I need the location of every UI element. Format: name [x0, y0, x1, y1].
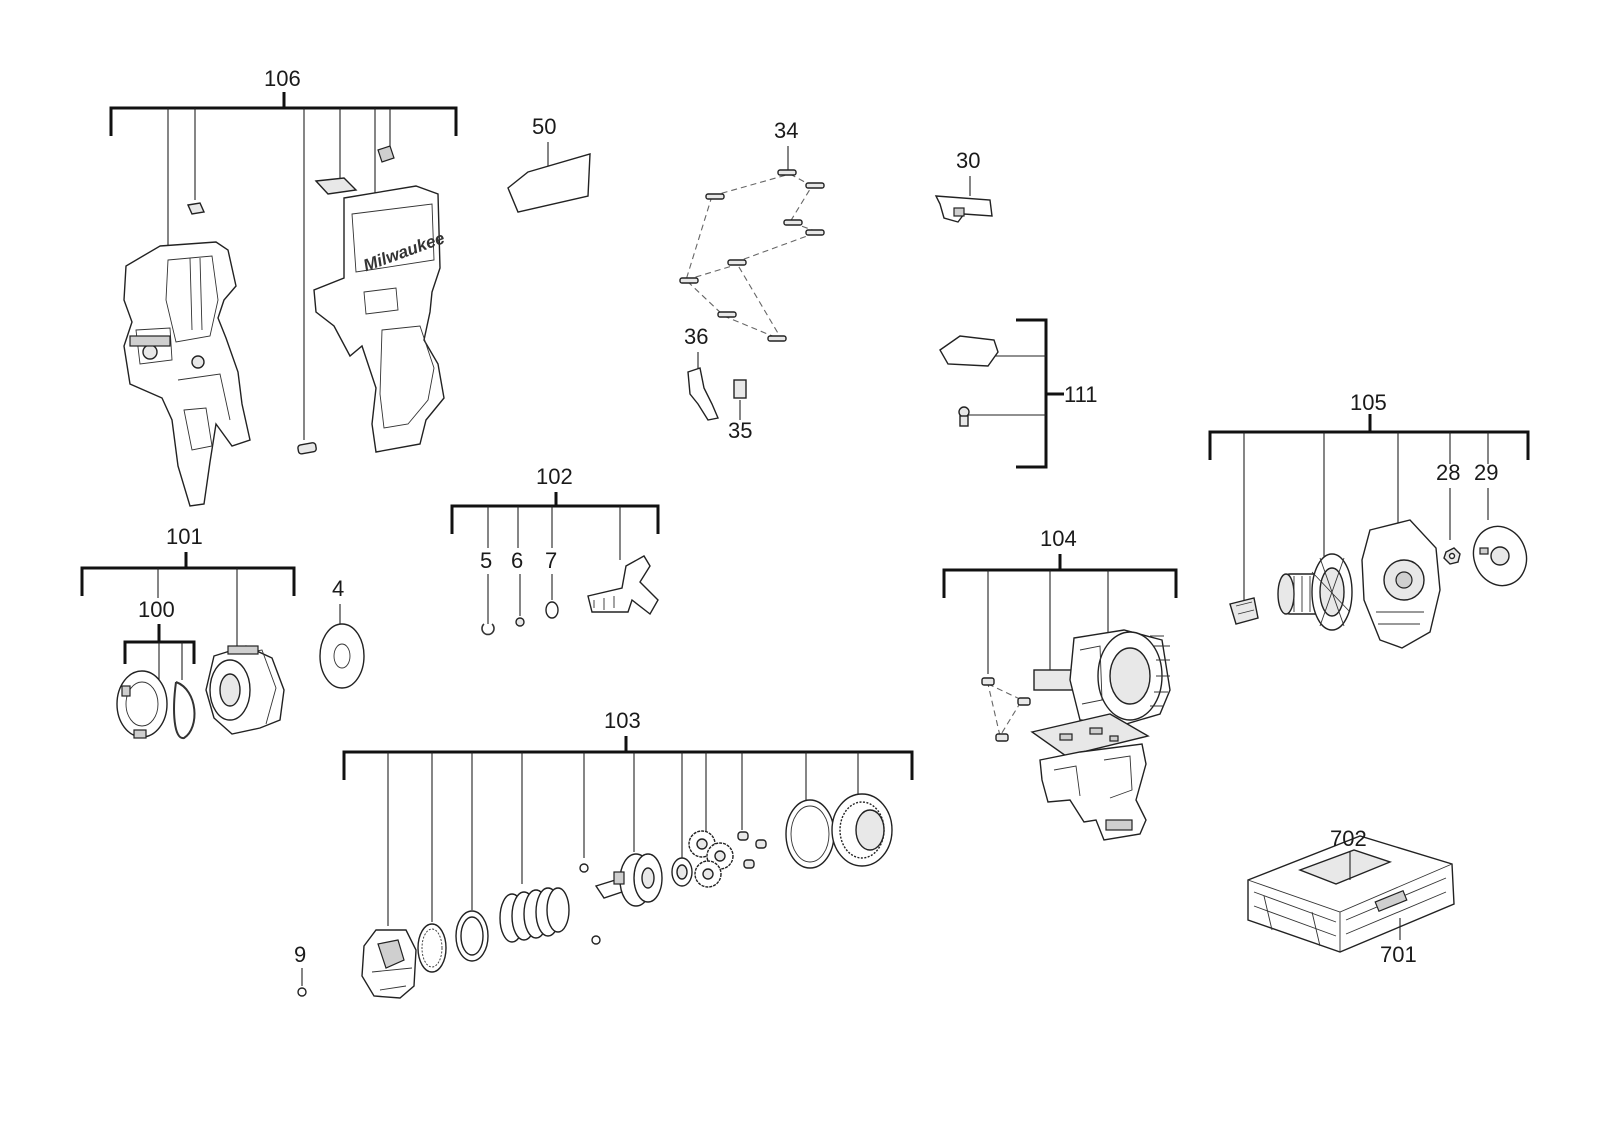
- small-tab: [377, 145, 395, 163]
- pcb-board: [1030, 713, 1150, 757]
- callout-7: 7: [545, 548, 557, 573]
- main-spring: [499, 887, 570, 943]
- motor-pinion: [1229, 597, 1259, 625]
- handle-frame: [1039, 743, 1147, 841]
- callout-111: 111: [1064, 382, 1097, 407]
- callout-104: 104: [1040, 526, 1077, 551]
- o-ring: [785, 799, 835, 869]
- spring-pin: [297, 442, 317, 455]
- callout-4: 4: [332, 576, 344, 601]
- callout-102: 102: [536, 464, 573, 489]
- front-cap: [116, 670, 168, 739]
- ring-gear: [831, 793, 893, 867]
- callout-50: 50: [532, 114, 556, 139]
- callout-101: 101: [166, 524, 203, 549]
- planet-gears: [688, 830, 734, 888]
- motor-stator-assembly: [1069, 629, 1171, 725]
- group-50-label: 50: [507, 114, 591, 213]
- steel-ball: [579, 863, 589, 873]
- clip-screw: [958, 406, 970, 427]
- motor-rotor: [1277, 553, 1353, 631]
- front-housing: [205, 645, 285, 735]
- motor-end-plate: [1361, 519, 1441, 649]
- gear-pins: [737, 831, 767, 869]
- callout-30: 30: [956, 148, 980, 173]
- group-4-washer: 4: [319, 576, 365, 689]
- spindle-carrier: [594, 853, 663, 907]
- callout-34: 34: [774, 118, 798, 143]
- group-36-35-contacts: 36 35: [684, 324, 752, 443]
- callout-9: 9: [294, 942, 306, 967]
- callout-701: 701: [1380, 942, 1417, 967]
- callout-35: 35: [728, 418, 752, 443]
- group-111-belt-clip: 111: [939, 318, 1097, 469]
- group-106-housing: 106: [109, 66, 458, 507]
- hex-nut-28: [1443, 547, 1461, 565]
- callout-106: 106: [264, 66, 301, 91]
- callout-702: 702: [1330, 826, 1367, 851]
- group-101-front: 101 100: [80, 524, 296, 739]
- label-plate: [314, 177, 358, 195]
- left-housing-half: [123, 241, 251, 507]
- carry-case: [1247, 835, 1455, 953]
- callout-105: 105: [1350, 390, 1387, 415]
- group-103-impact-mechanism: 103: [342, 708, 914, 999]
- magnet-ring-29: [1472, 525, 1528, 587]
- callout-29: 29: [1474, 460, 1498, 485]
- group-34-screws: 34: [679, 118, 825, 342]
- callout-100: 100: [138, 597, 175, 622]
- group-701-702-case: 702 701: [1247, 826, 1455, 967]
- retaining-ring: [173, 681, 196, 739]
- thrust-ring: [417, 923, 447, 973]
- group-104-electronics: 104: [942, 526, 1178, 841]
- anvil-cam: [361, 929, 417, 999]
- group-105-motor: 105 28 29: [1208, 390, 1530, 649]
- pcb-screws: [981, 677, 1031, 742]
- bearing: [671, 857, 693, 887]
- callout-103: 103: [604, 708, 641, 733]
- washer-ring: [455, 910, 489, 962]
- group-30-switch: 30: [934, 148, 993, 223]
- group-102-spindle: 102 5 6 7: [450, 464, 660, 636]
- steel-ball-lower: [591, 935, 601, 945]
- screw-set: [679, 169, 825, 342]
- small-clip: [186, 202, 206, 215]
- right-housing-half: Milwaukee: [313, 185, 447, 453]
- callout-28: 28: [1436, 460, 1460, 485]
- group-9-ball: 9: [294, 942, 307, 997]
- callout-36: 36: [684, 324, 708, 349]
- callout-6: 6: [511, 548, 523, 573]
- callout-5: 5: [480, 548, 492, 573]
